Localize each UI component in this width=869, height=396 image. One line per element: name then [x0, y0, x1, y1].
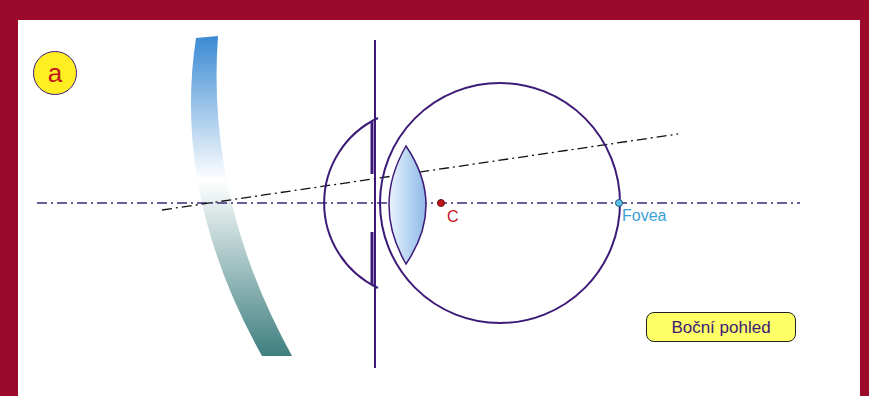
view-caption: Boční pohled [671, 319, 770, 336]
fovea-point [616, 200, 623, 207]
frame-bar [860, 0, 869, 396]
panel-letter-badge: a [33, 51, 77, 95]
frame-bar [0, 0, 18, 396]
spectacle-lens [191, 36, 292, 356]
eyeball [380, 83, 620, 323]
center-label: C [447, 209, 459, 225]
panel-letter: a [48, 60, 62, 86]
crystalline-lens [389, 146, 426, 264]
view-caption-box: Boční pohled [646, 312, 796, 342]
fovea-label: Fovea [622, 208, 666, 224]
cornea [324, 118, 378, 288]
frame-bar [0, 0, 869, 20]
iris [371, 232, 374, 285]
iris [371, 122, 374, 174]
center-point [438, 200, 445, 207]
vertical-plane [374, 40, 376, 368]
